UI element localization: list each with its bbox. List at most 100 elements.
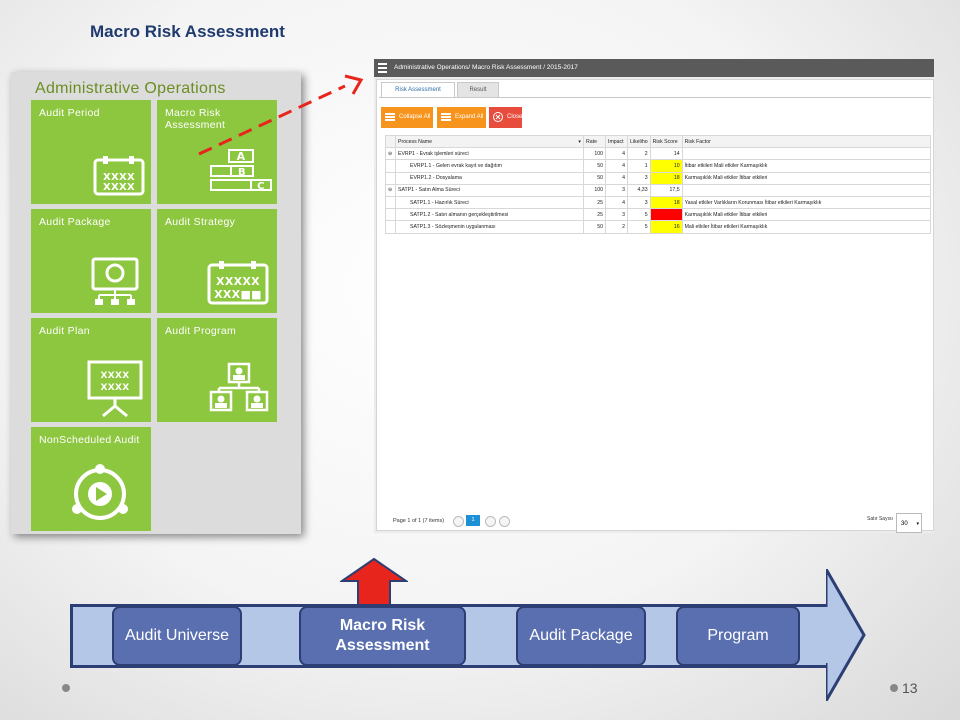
likelihood-cell: 4,33 (627, 183, 651, 197)
collapse-row-icon[interactable]: ⊖ (388, 150, 393, 157)
risk-factor-cell: Mali etkiler İtibar etkileri Karmaşıklık (681, 220, 932, 234)
column-header-rate[interactable]: Rate (583, 134, 606, 149)
dashed-pointer-arrow (198, 74, 364, 156)
impact-cell: 3 (605, 183, 628, 197)
process-name-cell: SATP1.1 - Hazırlık Süreci (395, 195, 584, 210)
likelihood-cell: 3 (627, 171, 651, 185)
impact-cell: 4 (605, 171, 628, 185)
table-row[interactable]: SATP1.2 - Satın almanın gerçekleştirilme… (385, 208, 932, 222)
risk-score-cell: 16 (649, 220, 683, 234)
risk-score-cell: 18 (649, 195, 683, 210)
rate-cell: 25 (583, 195, 606, 210)
chevron-down-icon: ▾ (916, 521, 919, 527)
collapse-all-button[interactable]: Collapse All (381, 107, 433, 128)
svg-text:XXXX: XXXX (103, 182, 135, 193)
likelihood-cell: 5 (627, 208, 651, 222)
window-content: Risk Assessment Result Collapse All Expa… (376, 79, 934, 533)
hamburger-menu-icon[interactable] (378, 63, 387, 75)
tile-label: Audit Strategy (165, 216, 236, 228)
button-label: Expand All (455, 114, 484, 120)
risk-score-cell: 14 (649, 147, 683, 161)
step-audit-universe[interactable]: Audit Universe (112, 606, 242, 666)
step-program[interactable]: Program (676, 606, 800, 666)
expander-cell[interactable]: ⊖ (385, 183, 396, 197)
tile-audit-strategy[interactable]: Audit Strategy XXXXX XXX■■ (157, 209, 277, 313)
tab-divider (379, 97, 931, 98)
close-button[interactable]: Close (489, 107, 522, 128)
pager-last-button[interactable] (499, 516, 510, 527)
impact-cell: 4 (605, 159, 628, 173)
expander-cell (385, 208, 396, 222)
tile-nonscheduled-audit[interactable]: NonScheduled Audit (31, 427, 151, 531)
collapse-row-icon[interactable]: ⊖ (388, 187, 393, 194)
process-name-cell: EVRP1.2 - Dosyalama (395, 171, 584, 185)
page-number: 13 (902, 680, 918, 696)
tile-audit-period[interactable]: Audit Period XXXX XXXX (31, 100, 151, 204)
rate-cell: 100 (583, 147, 606, 161)
pager-first-button[interactable] (453, 516, 464, 527)
footer-dot-left (62, 684, 70, 692)
column-header-process-name[interactable]: Process Name▾ (395, 134, 584, 149)
tile-label: Audit Program (165, 325, 237, 337)
tab-result[interactable]: Result (457, 82, 499, 98)
process-name-cell: EVRP1.1 - Gelen evrak kayıt ve dağıtım (395, 159, 584, 173)
expand-all-button[interactable]: Expand All (437, 107, 486, 128)
window-title: Administrative Operations/ Macro Risk As… (394, 64, 578, 71)
svg-text:XXX■■: XXX■■ (214, 288, 262, 301)
svg-text:XXXX: XXXX (101, 383, 130, 393)
rate-cell: 50 (583, 220, 606, 234)
svg-text:B: B (238, 167, 246, 178)
sort-caret-icon[interactable]: ▾ (578, 138, 581, 145)
tile-label: Macro Risk Assessment (165, 107, 226, 131)
pager-current-page[interactable]: 1 (466, 515, 480, 526)
package-org-chart-icon (91, 257, 139, 305)
admin-panel-title: Administrative Operations (35, 80, 226, 97)
risk-factor-cell: Karmaşıklık Mali etkiler İtibar etkileri (681, 171, 932, 185)
tab-risk-assessment[interactable]: Risk Assessment (381, 82, 455, 97)
process-name-cell: SATP1 - Satın Alma Süreci (395, 183, 584, 197)
expander-header (385, 134, 396, 149)
risk-score-cell: 17,5 (649, 183, 683, 197)
tile-macro-risk-assessment[interactable]: Macro Risk Assessment A B C (157, 100, 277, 204)
likelihood-cell: 2 (627, 147, 651, 161)
risk-table: Process Name▾ Rate Impact Likeliho Risk … (385, 134, 932, 234)
tile-label: Audit Plan (39, 325, 90, 337)
svg-text:A: A (237, 150, 246, 163)
table-header-row: Process Name▾ Rate Impact Likeliho Risk … (385, 134, 932, 149)
calendar-icon: XXXX XXXX (93, 156, 145, 196)
risk-factor-cell: Karmaşıklık Mali etkiler İtibar etkileri (681, 208, 932, 222)
svg-text:C: C (257, 181, 265, 192)
column-header-impact[interactable]: Impact (605, 134, 628, 149)
column-header-likelihood[interactable]: Likeliho (627, 134, 651, 149)
tile-audit-package[interactable]: Audit Package (31, 209, 151, 313)
footer-dot-right (890, 684, 898, 692)
process-arrow-head (826, 569, 866, 701)
step-audit-package[interactable]: Audit Package (516, 606, 646, 666)
expander-cell (385, 171, 396, 185)
page-size-select[interactable]: 30 ▾ (896, 513, 922, 533)
step-macro-risk-assessment[interactable]: Macro Risk Assessment (299, 606, 466, 666)
rate-cell: 50 (583, 159, 606, 173)
circular-play-icon (72, 464, 128, 520)
pager-next-button[interactable] (485, 516, 496, 527)
expander-cell[interactable]: ⊖ (385, 147, 396, 161)
up-arrow-icon (340, 557, 408, 606)
impact-cell: 4 (605, 147, 628, 161)
page-size-label: Satır Sayısı (867, 516, 893, 522)
tile-audit-program[interactable]: Audit Program (157, 318, 277, 422)
user-hierarchy-icon (209, 362, 269, 412)
rate-cell: 50 (583, 171, 606, 185)
page-size-value: 30 (901, 521, 908, 527)
window-titlebar: Administrative Operations/ Macro Risk As… (374, 59, 934, 77)
likelihood-cell: 5 (627, 220, 651, 234)
tile-audit-plan[interactable]: Audit Plan XXXX XXXX (31, 318, 151, 422)
column-header-risk-factor[interactable]: Risk Factor (681, 134, 932, 149)
column-header-risk-score[interactable]: Risk Score (649, 134, 683, 149)
risk-score-cell: 10 (649, 159, 683, 173)
